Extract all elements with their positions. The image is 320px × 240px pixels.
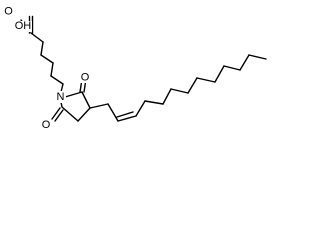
atom-label-o-bottom: O <box>42 119 51 131</box>
atom-label-carbonyl-o: O <box>4 6 13 18</box>
bond-c3-c4 <box>77 107 91 122</box>
bond-tail-9 <box>239 54 250 71</box>
atom-label-oh: OH <box>15 20 32 32</box>
bond-chain-4 <box>50 62 54 77</box>
label-knockout <box>80 72 90 83</box>
bond-vinyl-single <box>107 103 119 122</box>
bond-c2-c3 <box>81 91 91 109</box>
bond-tail-6 <box>196 77 216 83</box>
bond-tail-8 <box>223 65 241 71</box>
bond-c5-o-double-b <box>54 109 64 122</box>
bond-tail-4 <box>170 88 189 94</box>
bond-chain-3 <box>40 54 54 64</box>
bond-c5-o-double-a <box>51 107 61 120</box>
bond-chain-2 <box>40 41 44 56</box>
label-knockout <box>4 6 13 17</box>
bond-tail-5 <box>187 77 198 94</box>
label-knockout <box>14 21 32 32</box>
molecule-structure: O OH N O O <box>4 6 267 131</box>
bond-vinyl-double-a <box>117 115 137 122</box>
atom-label-o-top: O <box>81 72 90 84</box>
bond-n-c2 <box>64 91 83 98</box>
hexanoic-chain <box>30 32 64 93</box>
label-knockout <box>55 91 66 103</box>
bond-vinyl-double-b <box>116 111 134 118</box>
atom-label-n: N <box>57 91 65 103</box>
bond-tail-1 <box>135 100 146 117</box>
atom-labels: O OH N O O <box>4 6 90 131</box>
bond-tail-10 <box>248 54 267 60</box>
bond-tail-2 <box>144 100 164 105</box>
bond-chain-5 <box>50 75 64 85</box>
bond-tail-7 <box>214 65 225 83</box>
bond-tail-3 <box>162 88 172 105</box>
bond-ring-to-vinyl <box>89 103 109 109</box>
structure-canvas: O OH N O O <box>4 5 267 131</box>
bond-chain-1 <box>30 32 44 43</box>
dodecenyl-chain <box>89 54 267 122</box>
bond-chain-to-n <box>60 83 64 93</box>
label-knockout <box>41 119 51 131</box>
bond-c4-c5 <box>61 106 79 122</box>
